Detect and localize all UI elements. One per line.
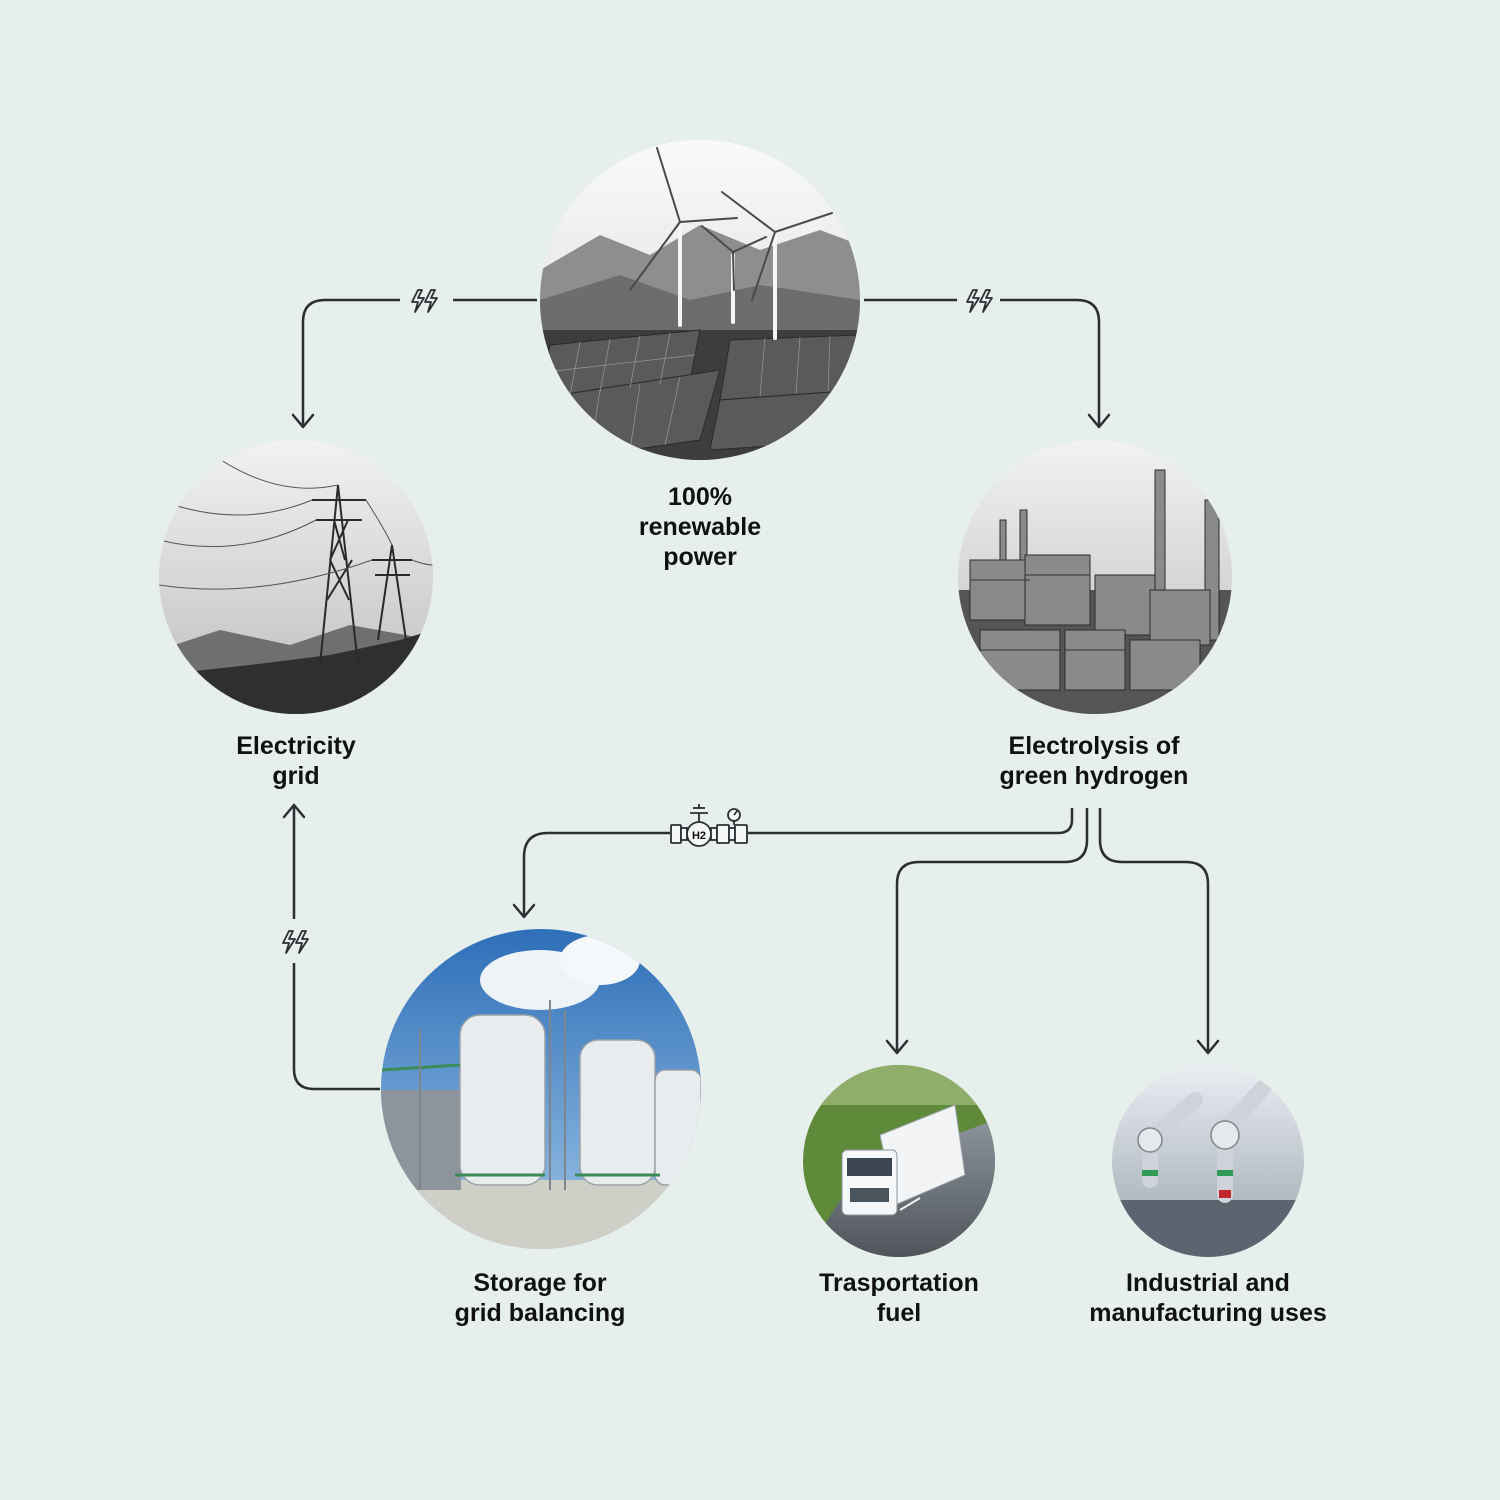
electrolysis-label-line: green hydrogen: [999, 762, 1189, 790]
edge-electrolysis-to-industrial: [1098, 808, 1220, 1055]
renewable-power-label: 100% renewable power: [600, 482, 800, 572]
edge-electrolysis-to-storage: [512, 808, 1074, 919]
electrolysis-plant-image: [958, 440, 1232, 714]
truck-image: [803, 1065, 995, 1257]
electricity-grid-label: Electricity grid: [196, 731, 396, 791]
electricity-grid-label-line: Electricity: [236, 732, 356, 760]
edge-electrolysis-to-transport: [885, 808, 1089, 1055]
storage-label-line: Storage for: [473, 1269, 607, 1297]
renewable-power-label-line: power: [663, 543, 737, 571]
industrial-uses-label-line: manufacturing uses: [1089, 1299, 1327, 1327]
electricity-bolts-icon: [966, 289, 993, 313]
industrial-uses-label-line: Industrial and: [1126, 1269, 1290, 1297]
electricity-grid-label-line: grid: [272, 762, 320, 790]
hydrogen-storage-image: [381, 929, 701, 1249]
electrolysis-label-line: Electrolysis of: [1008, 732, 1180, 760]
electricity-bolts-icon: [282, 930, 309, 954]
transportation-fuel-label-line: Trasportation: [819, 1269, 979, 1297]
edge-renewable-to-electrolysis: [864, 298, 1111, 429]
renewable-power-label-line: 100%: [668, 483, 732, 511]
storage-label: Storage for grid balancing: [420, 1268, 660, 1328]
edge-storage-to-grid: [282, 803, 380, 1091]
hydrogen-valve-icon: H2: [670, 804, 748, 847]
renewable-power-image: [540, 140, 860, 460]
electricity-bolts-icon: [411, 289, 438, 313]
renewable-power-label-line: renewable: [638, 513, 762, 541]
transportation-fuel-label-line: fuel: [876, 1299, 922, 1327]
robotic-arms-image: [1112, 1065, 1304, 1257]
industrial-uses-label: Industrial and manufacturing uses: [1073, 1268, 1343, 1328]
electrolysis-label: Electrolysis of green hydrogen: [974, 731, 1214, 791]
storage-label-line: grid balancing: [454, 1299, 626, 1327]
electricity-grid-image: [159, 440, 433, 714]
edge-renewable-to-grid: [291, 298, 537, 429]
valve-h2-label: H2: [692, 830, 706, 842]
transportation-fuel-label: Trasportation fuel: [789, 1268, 1009, 1328]
